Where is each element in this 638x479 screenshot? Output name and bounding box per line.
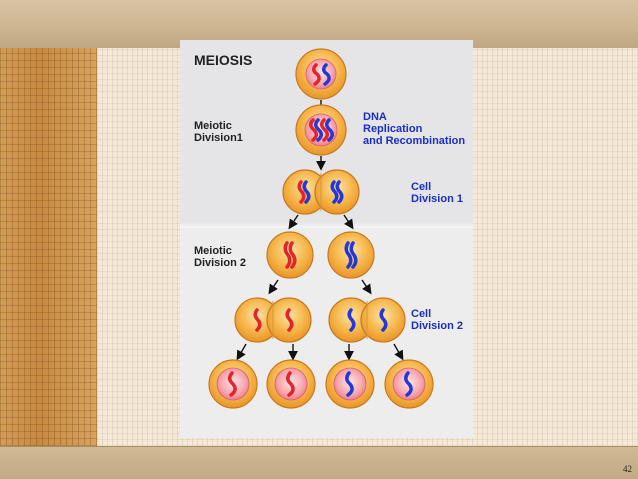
label-line: Meiotic bbox=[194, 120, 232, 132]
label-line: Division 2 bbox=[194, 257, 246, 269]
label-line: Division 2 bbox=[411, 320, 463, 332]
label-line: and Recombination bbox=[363, 135, 466, 147]
dividing-cell-2-right bbox=[328, 297, 406, 343]
diagram-title: MEIOSIS bbox=[194, 52, 253, 68]
label-line: DNA bbox=[363, 111, 387, 123]
label-line: Division1 bbox=[194, 132, 243, 144]
label-line: Cell bbox=[411, 308, 432, 320]
meiosis-diagram: MEIOSIS Meiotic Division1 DNA Replicatio… bbox=[180, 40, 473, 438]
meiosis-illustration bbox=[208, 48, 434, 409]
parent-cell bbox=[295, 48, 347, 100]
diagram-divider bbox=[180, 222, 473, 228]
cell-division-1-label: Cell Division 1 bbox=[411, 181, 463, 205]
label-line: Division 1 bbox=[411, 193, 463, 205]
cell-division-2-label: Cell Division 2 bbox=[411, 308, 463, 332]
gamete-1 bbox=[208, 359, 258, 409]
gamete-3 bbox=[325, 359, 375, 409]
label-line: Replication bbox=[363, 123, 423, 135]
slide-number: 42 bbox=[623, 464, 632, 474]
daughter-cell-left bbox=[266, 231, 314, 279]
meiotic-division-2-label: Meiotic Division 2 bbox=[194, 245, 246, 269]
dividing-cell-2-left bbox=[234, 297, 312, 343]
slide-left-wood-panel bbox=[0, 48, 98, 446]
dividing-cell-1 bbox=[282, 169, 360, 215]
dna-replication-label: DNA Replication and Recombination bbox=[363, 111, 465, 147]
daughter-cell-right bbox=[327, 231, 375, 279]
meiotic-division-1-label: Meiotic Division1 bbox=[194, 120, 243, 144]
label-line: Cell bbox=[411, 181, 432, 193]
label-line: Meiotic bbox=[194, 245, 232, 257]
slide-bottom-bar bbox=[0, 446, 638, 479]
gamete-4 bbox=[384, 359, 434, 409]
replicated-cell bbox=[295, 104, 347, 156]
gamete-2 bbox=[266, 359, 316, 409]
